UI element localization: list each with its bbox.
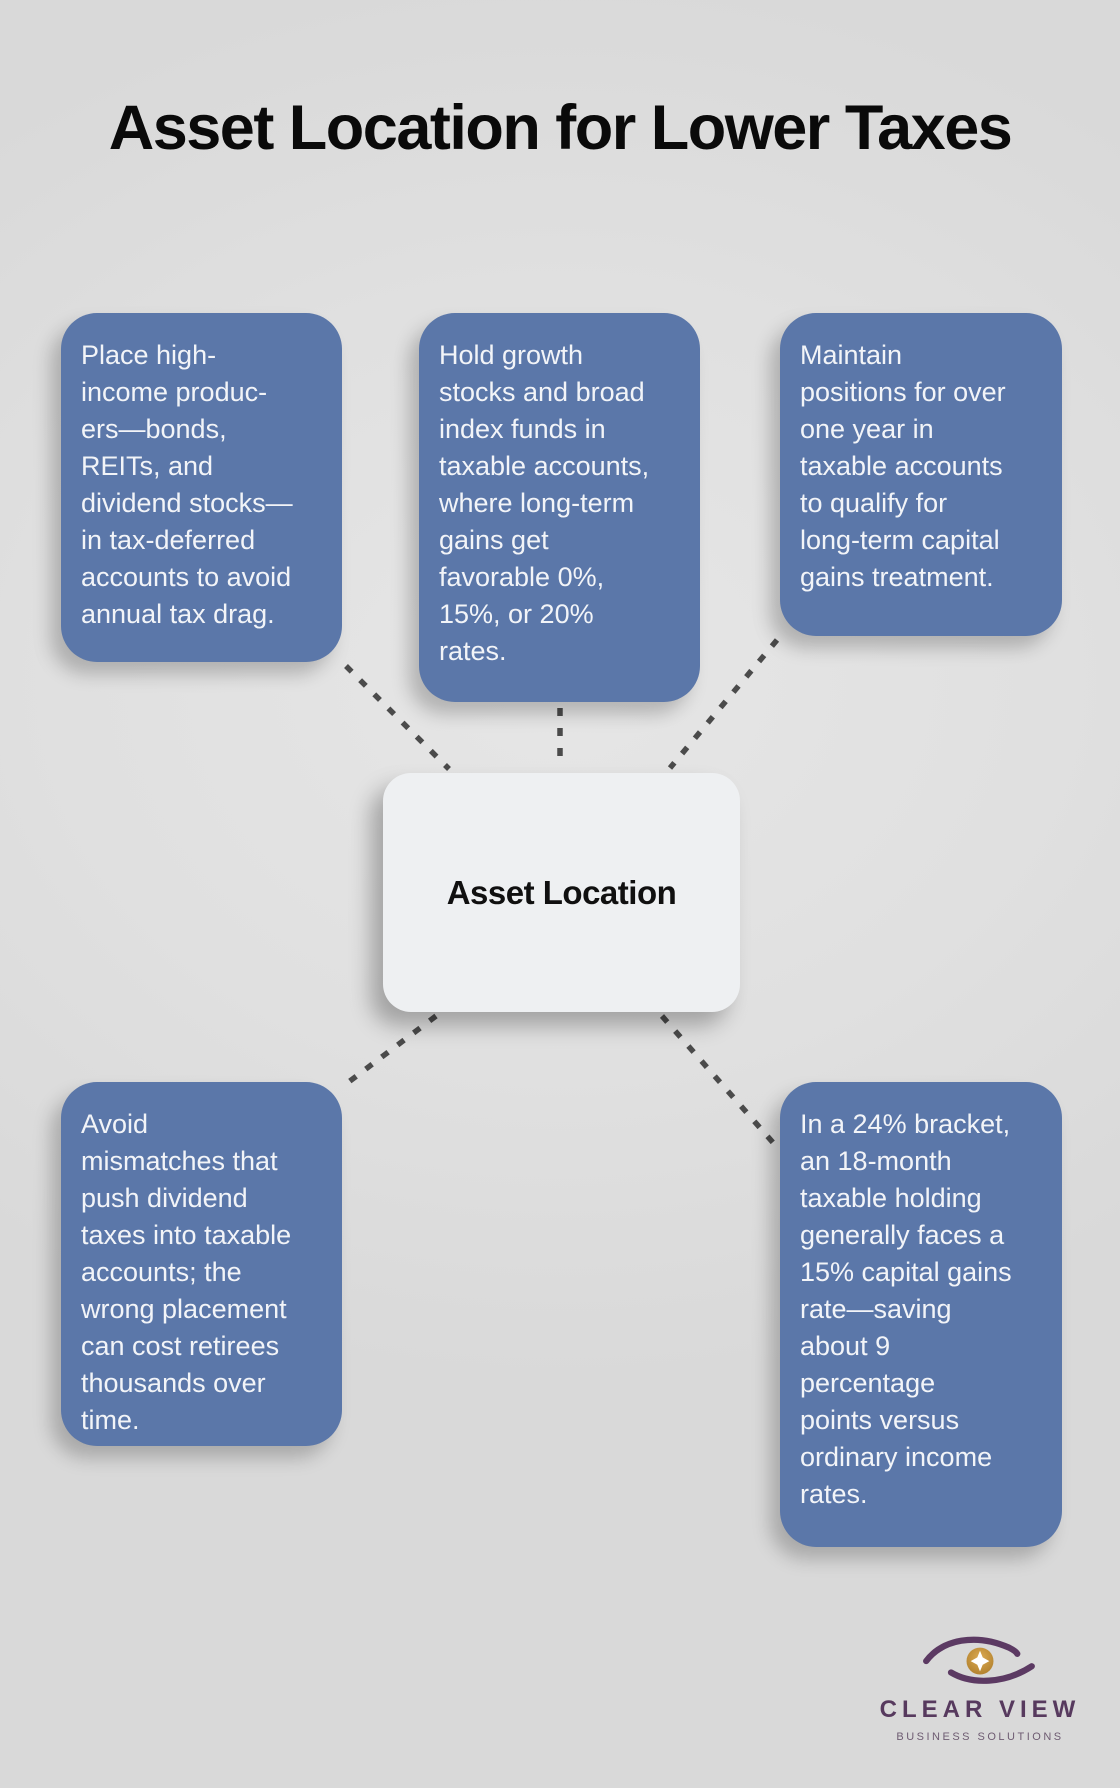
connector-line: [344, 1013, 438, 1087]
info-card-text: Place high- income produc- ers—bonds, RE…: [81, 340, 293, 629]
info-card-text: In a 24% bracket, an 18-month taxable ho…: [800, 1109, 1012, 1509]
brand-tagline: BUSINESS SOLUTIONS: [896, 1731, 1064, 1743]
eye-icon: [923, 1636, 1035, 1684]
info-card-avoid-mismatches: Avoid mismatches that push dividend taxe…: [61, 1082, 342, 1446]
page-title: Asset Location for Lower Taxes: [108, 93, 1013, 163]
info-card-text: Avoid mismatches that push dividend taxe…: [81, 1109, 292, 1435]
center-node: Asset Location: [383, 773, 740, 1012]
info-card-text: Maintain positions for over one year in …: [800, 340, 1006, 592]
center-node-label: Asset Location: [446, 873, 677, 911]
info-card-text: Hold growth stocks and broad index funds…: [439, 340, 650, 666]
connector-line: [659, 1014, 779, 1148]
info-card-taxable-growth: Hold growth stocks and broad index funds…: [419, 313, 700, 702]
brand-name: CLEAR VIEW: [879, 1696, 1081, 1723]
info-card-bracket-example: In a 24% bracket, an 18-month taxable ho…: [780, 1082, 1062, 1547]
logo: CLEAR VIEW BUSINESS SOLUTIONS: [860, 1630, 1100, 1743]
info-card-holding-period: Maintain positions for over one year in …: [780, 313, 1062, 636]
info-card-tax-deferred-placement: Place high- income produc- ers—bonds, RE…: [61, 313, 342, 662]
